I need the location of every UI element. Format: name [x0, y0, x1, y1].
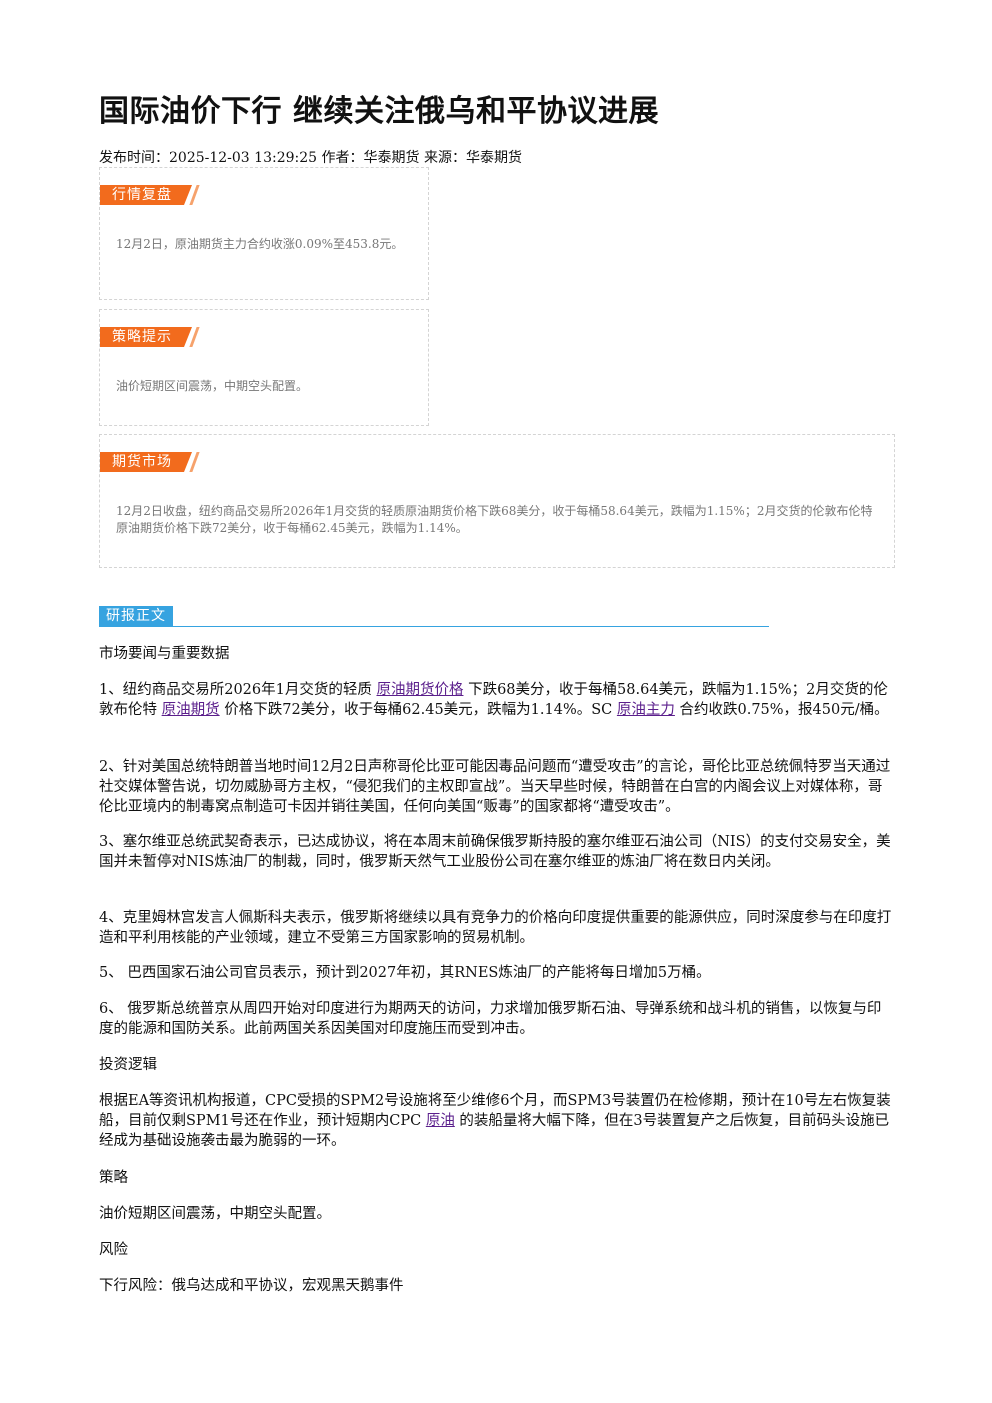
heading-risk: 风险	[99, 1242, 128, 1258]
news-item-4: 4、克里姆林宫发言人佩斯科夫表示，俄罗斯将继续以具有竞争力的价格向印度提供重要的…	[99, 910, 892, 946]
heading-logic: 投资逻辑	[99, 1057, 157, 1073]
strategy-tip-tag-label: 策略提示	[112, 329, 172, 345]
strategy-tip-card: 策略提示 油价短期区间震荡，中期空头配置。	[99, 309, 429, 426]
strategy-text: 油价短期区间震荡，中期空头配置。	[99, 1206, 331, 1222]
news-item-1: 1、纽约商品交易所2026年1月交货的轻质 原油期货价格 下跌68美分，收于每桶…	[99, 682, 889, 718]
market-review-card: 行情复盘 12月2日，原油期货主力合约收涨0.09%至453.8元。	[99, 167, 429, 300]
report-tag: 研报正文	[99, 606, 173, 627]
market-review-text: 12月2日，原油期货主力合约收涨0.09%至453.8元。	[116, 237, 404, 251]
futures-market-text: 12月2日收盘，纽约商品交易所2026年1月交货的轻质原油期货价格下跌68美分，…	[116, 504, 873, 535]
logic-text: 根据EA等资讯机构报道，CPC受损的SPM2号设施将至少维修6个月，而SPM3号…	[99, 1093, 891, 1149]
link-crude-main[interactable]: 原油主力	[616, 702, 675, 718]
strategy-tip-tag: 策略提示	[100, 327, 200, 347]
news-item-6: 6、 俄罗斯总统普京从周四开始对印度进行为期两天的访问，力求增加俄罗斯石油、导弹…	[99, 1001, 882, 1037]
link-crude-futures[interactable]: 原油期货	[161, 702, 220, 718]
futures-market-tag-label: 期货市场	[112, 454, 172, 470]
page-title: 国际油价下行 继续关注俄乌和平协议进展	[99, 94, 659, 129]
market-review-tag: 行情复盘	[100, 185, 200, 205]
link-crude-futures-price[interactable]: 原油期货价格	[376, 682, 464, 698]
futures-market-tag: 期货市场	[100, 452, 200, 472]
report-divider	[99, 626, 769, 627]
news-item-5: 5、 巴西国家石油公司官员表示，预计到2027年初，其RNES炼油厂的产能将每日…	[99, 965, 711, 981]
strategy-tip-text: 油价短期区间震荡，中期空头配置。	[116, 379, 309, 393]
heading-strategy: 策略	[99, 1170, 128, 1186]
link-crude[interactable]: 原油	[425, 1113, 455, 1129]
news-item-3: 3、塞尔维亚总统武契奇表示，已达成协议，将在本周末前确保俄罗斯持股的塞尔维亚石油…	[99, 834, 891, 870]
risk-text: 下行风险：俄乌达成和平协议，宏观黑天鹅事件	[99, 1278, 404, 1294]
futures-market-card: 期货市场 12月2日收盘，纽约商品交易所2026年1月交货的轻质原油期货价格下跌…	[99, 434, 895, 568]
heading-news: 市场要闻与重要数据	[99, 646, 230, 662]
article-meta: 发布时间：2025-12-03 13:29:25 作者：华泰期货 来源：华泰期货	[99, 150, 522, 166]
market-review-tag-label: 行情复盘	[112, 187, 172, 203]
news-item-2: 2、针对美国总统特朗普当地时间12月2日声称哥伦比亚可能因毒品问题而“遭受攻击”…	[99, 759, 891, 815]
